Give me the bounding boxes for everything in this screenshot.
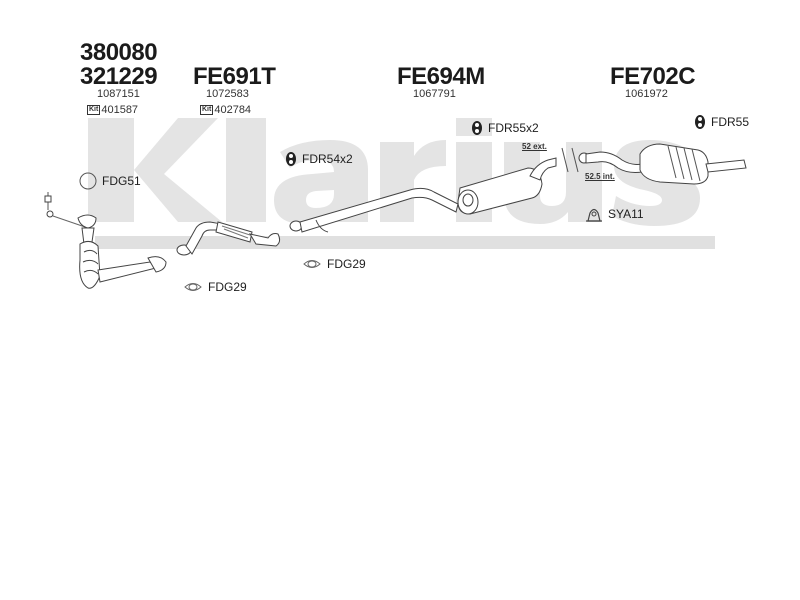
kit-number-value: 402784 [214,104,252,116]
part-number-secondary: 321229 [80,63,158,90]
fitting-fdg29: FDG29 [183,280,247,294]
rubber-hanger-icon [286,152,296,166]
dimension-int: 52.5 int. [585,172,615,181]
fitting-fdr54x2: FDR54x2 [285,151,353,167]
gasket-ring-icon [79,172,97,190]
kit-number-value: 401587 [101,104,139,116]
kit-badge-icon: Kit [87,105,101,115]
fitting-fdg51: FDG51 [79,172,141,190]
catalytic-converter [77,214,167,289]
centre-silencer [289,157,557,233]
reference-number: 1072583 [206,88,249,100]
fitting-fdr55x2: FDR55x2 [471,120,539,136]
flange-gasket-icon [303,260,321,268]
reference-number: 1061972 [625,88,668,100]
kit-badge-icon: Kit [200,105,214,115]
part-number: FE694M [397,63,485,90]
part-number: FE691T [193,63,276,90]
lambda-sensor [44,192,89,229]
part-number: FE702C [610,63,696,90]
part-number-primary: 380080 [80,39,158,66]
dimension-ext: 52 ext. [522,142,547,151]
rubber-hanger-icon [472,121,482,135]
joint-marks [561,147,579,173]
mounting-bracket-icon [586,208,602,222]
fitting-fdr55: FDR55 [694,114,749,130]
rubber-hanger-icon [695,115,705,129]
reference-number: 1067791 [413,88,456,100]
fitting-fdg29: FDG29 [302,257,366,271]
fitting-sya11: SYA11 [585,205,644,223]
rear-silencer [578,143,747,185]
front-pipe [176,221,281,256]
reference-number: 1087151 [97,88,140,100]
kit-number: Kit 401587 [87,104,138,116]
kit-number: Kit 402784 [200,104,251,116]
flange-gasket-icon [184,283,202,291]
